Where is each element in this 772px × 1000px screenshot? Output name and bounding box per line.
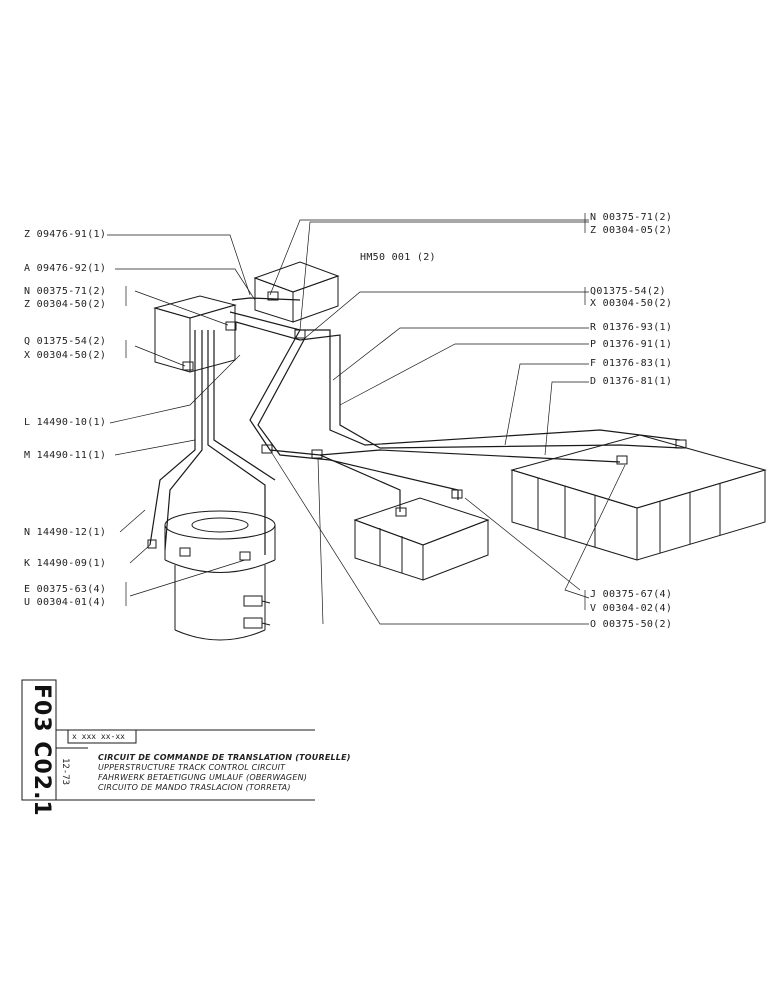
label-m-14490-11: M 14490-11(1) bbox=[24, 450, 107, 461]
label-r-01376-93: R 01376-93(1) bbox=[590, 322, 673, 333]
label-f-01376-83: F 01376-83(1) bbox=[590, 358, 673, 369]
label-z-00304-05-right: Z 00304-05(2) bbox=[590, 225, 673, 236]
right-motor-block bbox=[510, 434, 767, 561]
label-u-00304-01: U 00304-01(4) bbox=[24, 597, 107, 608]
reference-code: x xxx xx-xx bbox=[72, 732, 125, 741]
pipe-network bbox=[149, 297, 683, 555]
drawing-code: F03 C02.1 bbox=[29, 684, 54, 817]
label-k-14490-09: K 14490-09(1) bbox=[24, 558, 107, 569]
title-french: CIRCUIT DE COMMANDE DE TRANSLATION (TOUR… bbox=[98, 753, 351, 762]
title-block-frame bbox=[21, 679, 315, 801]
drawing-date: 12-73 bbox=[60, 758, 70, 786]
label-x-00304-50-right: X 00304-50(2) bbox=[590, 298, 673, 309]
middle-motor-block bbox=[353, 497, 490, 581]
label-x-00304-50-left: X 00304-50(2) bbox=[24, 350, 107, 361]
label-p-01376-91: P 01376-91(1) bbox=[590, 339, 673, 350]
leader-lines bbox=[107, 213, 626, 625]
label-n-00375-71-right: N 00375-71(2) bbox=[590, 212, 673, 223]
label-v-00304-02: V 00304-02(4) bbox=[590, 603, 673, 614]
label-j-00375-67: J 00375-67(4) bbox=[590, 589, 673, 600]
label-e-00375-63: E 00375-63(4) bbox=[24, 584, 107, 595]
label-n-14490-12: N 14490-12(1) bbox=[24, 527, 107, 538]
label-o-00375-50: O 00375-50(2) bbox=[590, 619, 673, 630]
title-spanish: CIRCUITO DE MANDO TRASLACION (TORRETA) bbox=[98, 783, 291, 792]
label-n-00375-71-left: N 00375-71(2) bbox=[24, 286, 107, 297]
title-english: UPPERSTRUCTURE TRACK CONTROL CIRCUIT bbox=[98, 763, 286, 772]
label-d-01376-81: D 01376-81(1) bbox=[590, 376, 673, 387]
rotary-joint bbox=[164, 510, 276, 641]
label-l-14490-10: L 14490-10(1) bbox=[24, 417, 107, 428]
label-z-00304-50-left: Z 00304-50(2) bbox=[24, 299, 107, 310]
upper-valve-block bbox=[253, 261, 340, 323]
label-q-01375-54-right: Q01375-54(2) bbox=[590, 286, 666, 297]
label-z-09476-91: Z 09476-91(1) bbox=[24, 229, 107, 240]
label-q-01375-54-left: Q 01375-54(2) bbox=[24, 336, 107, 347]
label-a-09476-92: A 09476-92(1) bbox=[24, 263, 107, 274]
label-hm50: HM50 001 (2) bbox=[360, 252, 436, 263]
title-german: FAHRWERK BETAETIGUNG UMLAUF (OBERWAGEN) bbox=[98, 773, 308, 782]
